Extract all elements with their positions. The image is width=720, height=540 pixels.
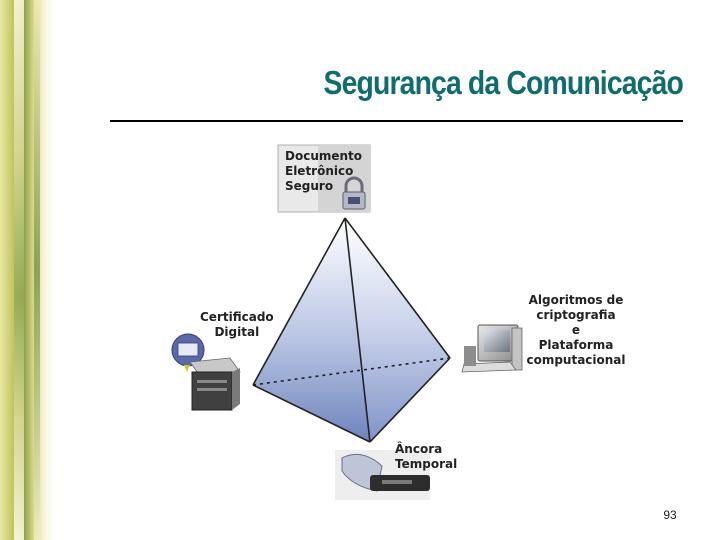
pyramid-right-face xyxy=(345,218,450,442)
pyramid-hidden-edge xyxy=(252,357,451,386)
decorative-sidebar xyxy=(0,0,54,540)
computer-icon xyxy=(461,324,523,373)
certificate-icon xyxy=(171,333,205,372)
pyramid-left-face xyxy=(253,218,370,442)
page-number: 93 xyxy=(663,508,677,522)
timestamp-device-icon xyxy=(335,450,430,500)
security-pyramid-diagram: Documento Eletrônico Seguro Certificado … xyxy=(160,140,650,505)
slide-title: Segurança da Comunicação xyxy=(323,64,684,101)
right-label-algorithms-platform: Algoritmos de criptografia e Plataforma … xyxy=(526,293,626,367)
bottom-label-time-anchor: Âncora Temporal xyxy=(395,442,458,471)
server-icon xyxy=(189,357,241,411)
pyramid-graphic xyxy=(171,144,523,500)
left-label-digital-certificate: Certificado Digital xyxy=(200,310,274,339)
sidebar-stripe xyxy=(34,0,40,540)
top-label-secure-document: Documento Eletrônico Seguro xyxy=(285,149,363,193)
sidebar-stripe xyxy=(14,0,24,540)
title-underline xyxy=(110,120,683,122)
pyramid-edges xyxy=(252,217,451,443)
padlock-icon xyxy=(342,176,366,210)
